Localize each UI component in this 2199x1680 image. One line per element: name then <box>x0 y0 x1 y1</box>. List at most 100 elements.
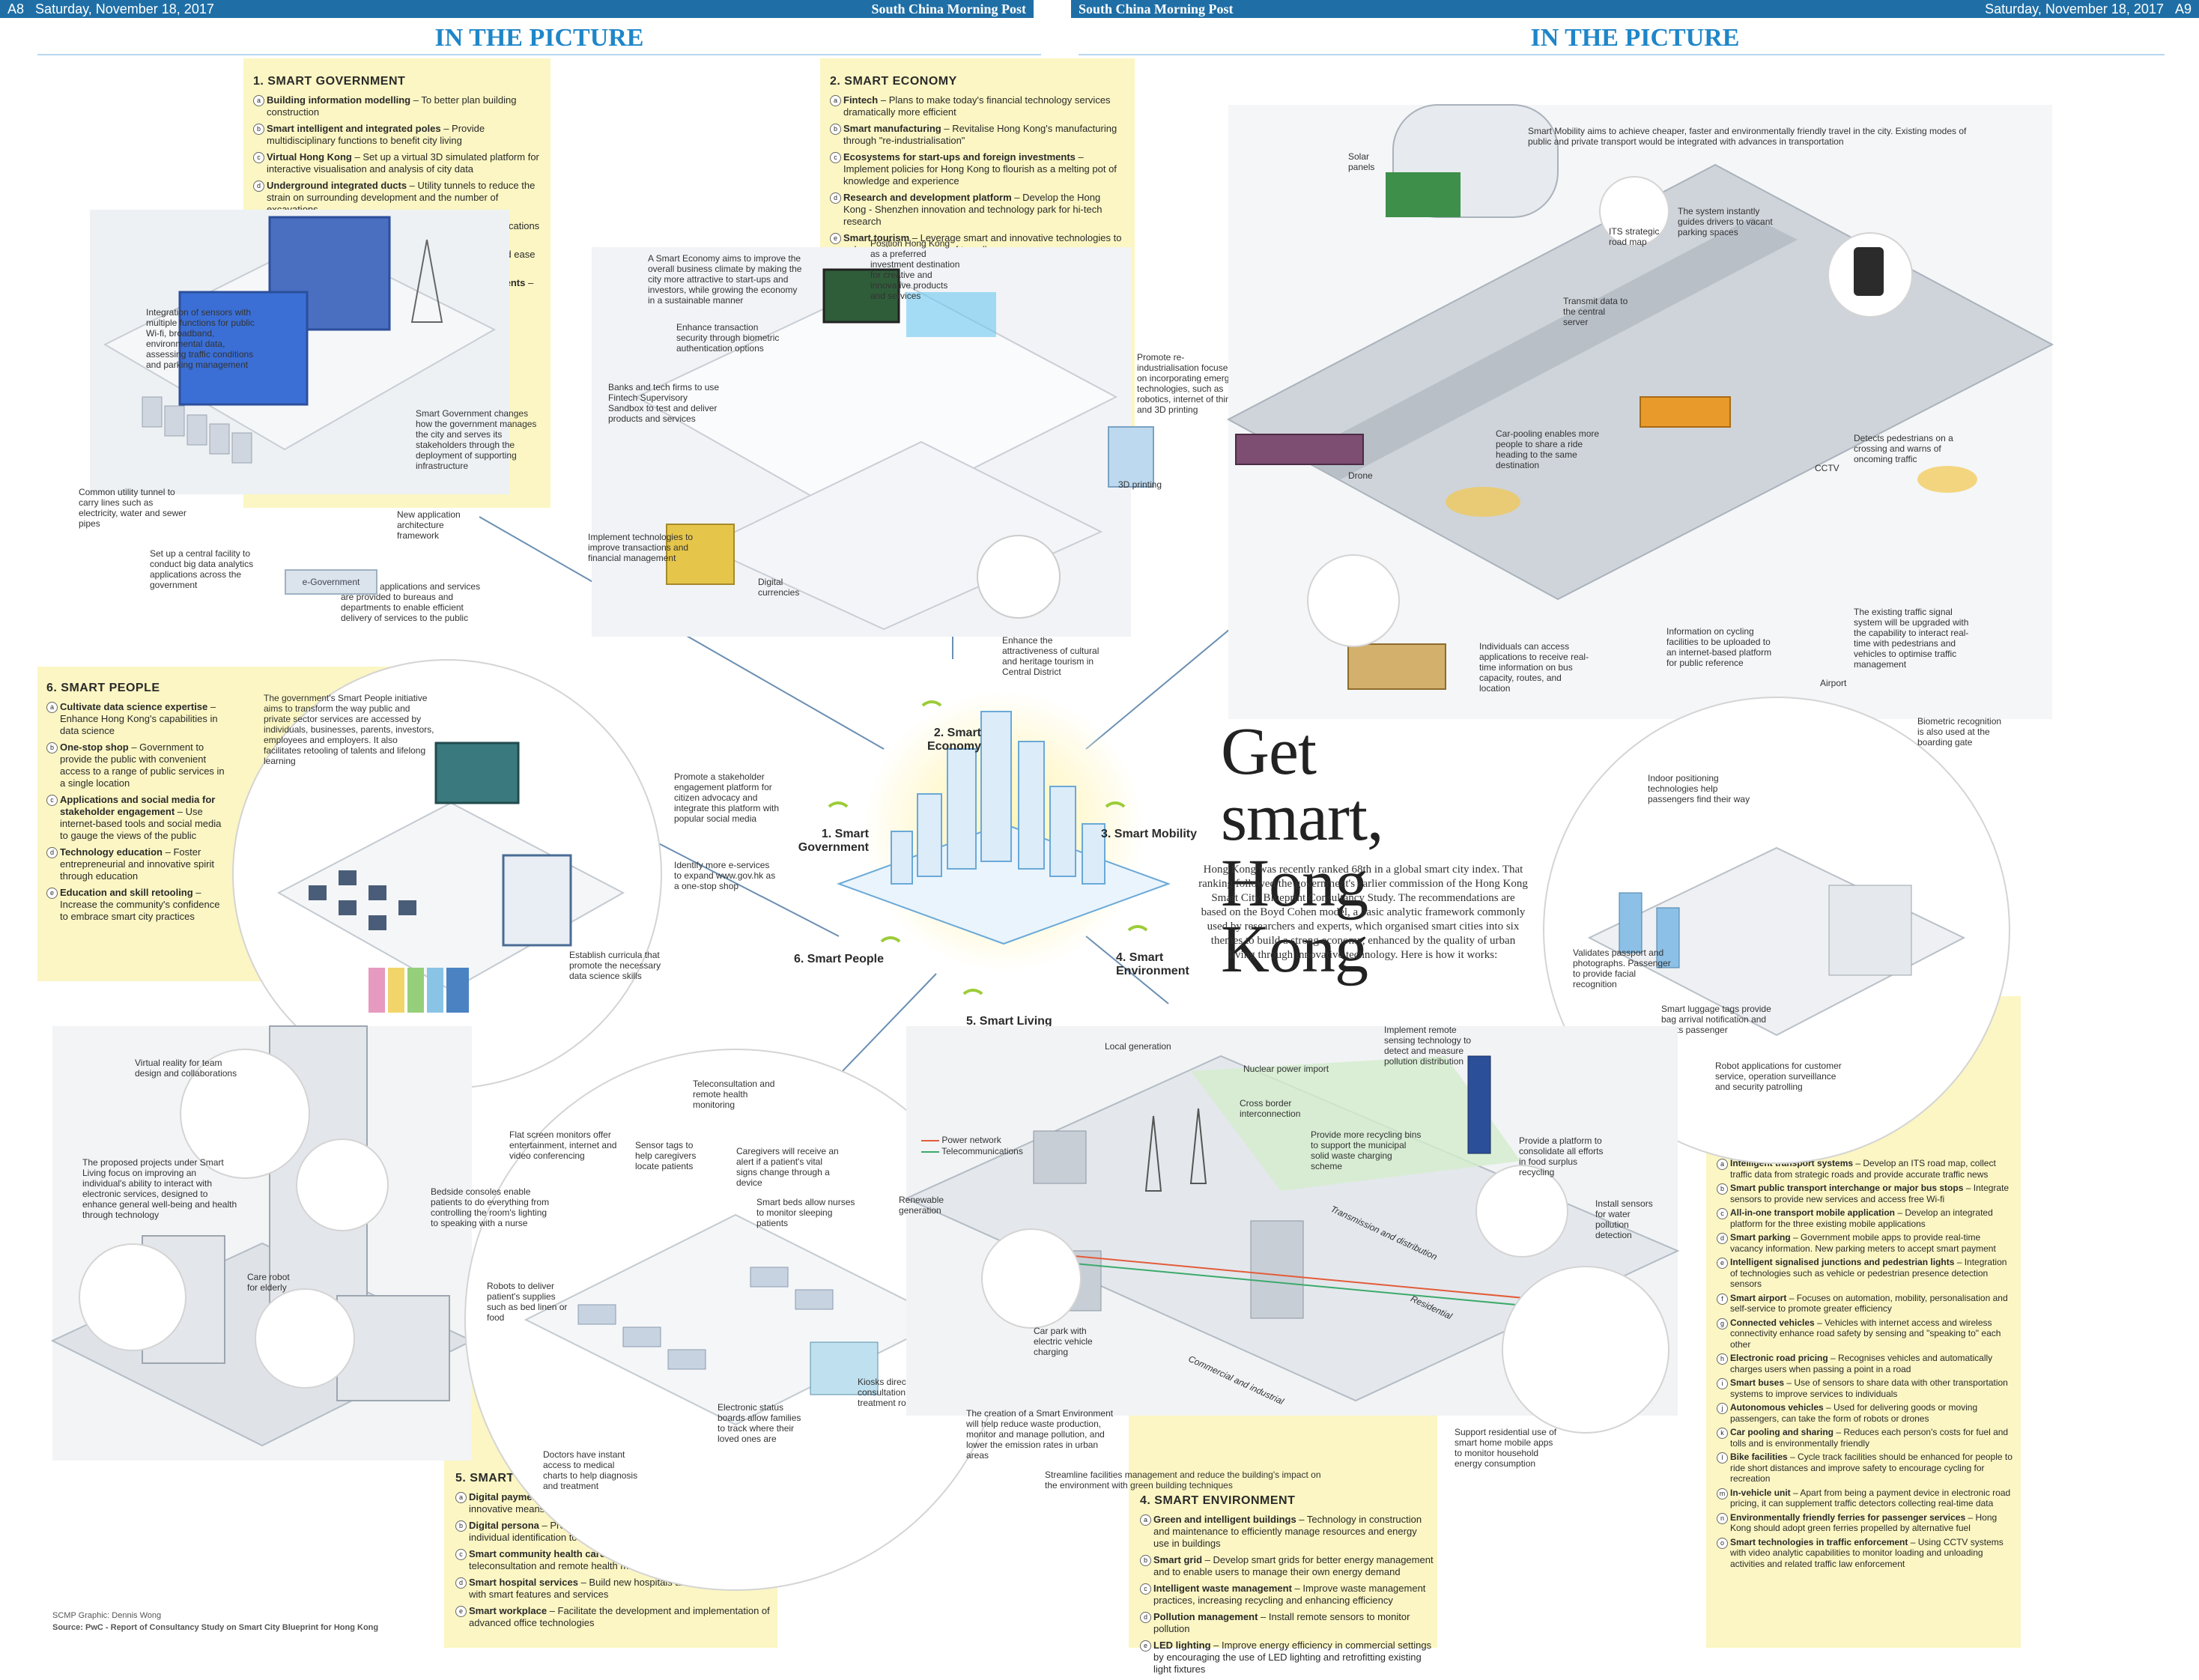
item-letter-badge: m <box>1717 1488 1728 1499</box>
left-rule <box>37 54 1041 55</box>
item-letter-badge: c <box>46 795 58 806</box>
item-text: – Using CCTV systems with video analytic… <box>1730 1536 2004 1569</box>
callout-car-park: Car park with electric vehicle charging <box>1034 1326 1093 1357</box>
callout-sensor-tags: Sensor tags to help caregivers locate pa… <box>635 1140 697 1171</box>
callout-detects: Detects pedestrians on a crossing and wa… <box>1854 433 1953 464</box>
callout-books: Data Science <box>539 1002 574 1023</box>
callout-cctv: CCTV <box>1815 463 1839 473</box>
item-letter-badge: a <box>455 1492 467 1503</box>
item-heading: Intelligent signalised junctions and ped… <box>1730 1257 1955 1267</box>
item-letter-badge: a <box>830 95 841 106</box>
item-heading: Smart airport <box>1730 1292 1787 1303</box>
item-heading: Applications and social media for stakeh… <box>60 794 216 817</box>
smart-environment-panel-bg <box>1129 1393 1437 1648</box>
item-letter-badge: a <box>1140 1514 1151 1526</box>
phone-icon <box>1854 247 1884 296</box>
callout-3d-printing: 3D printing <box>1118 479 1162 490</box>
callout-signal: The existing traffic signal system will … <box>1854 607 1969 670</box>
item-letter-badge: b <box>253 124 264 135</box>
item-heading: Digital persona <box>469 1520 539 1531</box>
item-heading: Fintech <box>843 94 879 106</box>
item-letter-badge: a <box>1717 1159 1728 1170</box>
callout-residential-apps: Support residential use of smart home mo… <box>1455 1427 1557 1469</box>
callout-position: Position Hong Kong as a preferred invest… <box>870 238 960 301</box>
item-heading: All-in-one transport mobile application <box>1730 1207 1896 1218</box>
item-letter-badge: c <box>1140 1583 1151 1595</box>
wifi-icon <box>1101 801 1129 830</box>
item-text: – Technology in construction and mainten… <box>1153 1514 1422 1549</box>
callout-indoor: Indoor positioning technologies help pas… <box>1648 773 1750 804</box>
item-text: – Revitalise Hong Kong's manufacturing t… <box>843 123 1117 146</box>
callout-environment-main: The creation of a Smart Environment will… <box>966 1408 1114 1461</box>
callout-carpool: Car-pooling enables more people to share… <box>1496 428 1600 470</box>
item-heading: Green and intelligent buildings <box>1153 1514 1296 1525</box>
item-letter-badge: c <box>253 152 264 163</box>
callout-transmit: Transmit data to the central server <box>1563 296 1628 327</box>
item-heading: Virtual Hong Kong <box>267 151 352 163</box>
callout-validates: Validates passport and photographs. Pass… <box>1573 947 1671 989</box>
item-text: – Use of sensors to share data with othe… <box>1730 1377 2008 1399</box>
callout-status-boards: Electronic status boards allow families … <box>718 1402 801 1444</box>
smart-economy-title: 2. SMART ECONOMY <box>830 75 957 88</box>
callout-remote-sensing: Implement remote sensing technology to d… <box>1384 1025 1472 1067</box>
callout-promote: Promote a stakeholder engagement platfor… <box>674 771 780 824</box>
item-heading: Underground integrated ducts <box>267 180 407 191</box>
smart-home-circle <box>1502 1266 1669 1434</box>
item-letter-badge: d <box>830 192 841 204</box>
in-vehicle-unit-circle <box>1307 554 1400 647</box>
item-text: – Implement policies for Hong Kong to fl… <box>843 151 1117 187</box>
item-text: – Foster entrepreneurial and innovative … <box>60 846 214 882</box>
main-headline: Get smart, Hong Kong <box>1221 718 1490 983</box>
connector-environment <box>1085 935 1169 1004</box>
item-text: – Enhance Hong Kong's capabilities in da… <box>60 701 218 736</box>
right-publication-name: South China Morning Post <box>1079 1 1234 16</box>
callout-bedside: Bedside consoles enable patients to do e… <box>431 1186 550 1228</box>
callout-local-generation: Local generation <box>1105 1041 1171 1052</box>
item-letter-badge: e <box>830 233 841 244</box>
item-text: – Reduces each person's costs for fuel a… <box>1730 1427 2009 1449</box>
hub-label-people: 6. Smart People <box>793 953 884 965</box>
item-text: – Set up a virtual 3D simulated platform… <box>267 151 539 175</box>
callout-airport-biometric: Biometric recognition is also used at th… <box>1917 716 2002 747</box>
item-letter-badge: d <box>46 847 58 858</box>
callout-people-main: The government's Smart People initiative… <box>264 693 434 766</box>
callout-bus: Individuals can access applications to r… <box>1479 641 1589 694</box>
hub-label-living: 5. Smart Living <box>966 1015 1052 1028</box>
digital-persona-circle <box>79 1243 186 1351</box>
item-text: – Improve waste management practices, in… <box>1153 1583 1426 1606</box>
item-heading: Smart public transport interchange or ma… <box>1730 1183 1964 1193</box>
section-title-left: IN THE PICTURE <box>434 24 644 52</box>
item-heading: Intelligent waste management <box>1153 1583 1292 1594</box>
hub-label-mobility: 3. Smart Mobility <box>1101 828 1198 840</box>
item-letter-badge: e <box>1717 1258 1728 1269</box>
item-text: – Government to provide the public with … <box>60 742 225 789</box>
callout-framework: New application architecture framework <box>397 509 461 541</box>
item-letter-badge: b <box>455 1520 467 1532</box>
item-text: – Develop smart grids for better energy … <box>1153 1554 1434 1577</box>
central-hub: 2. Smart Economy 1. Smart Government 3. … <box>794 659 1198 1028</box>
item-heading: LED lighting <box>1153 1640 1211 1651</box>
item-heading: Smart buses <box>1730 1377 1785 1388</box>
hub-label-environment: 4. Smart Environment <box>1116 951 1189 977</box>
item-letter-badge: d <box>253 181 264 192</box>
item-heading: Smart workplace <box>469 1605 548 1616</box>
item-heading: Bike facilities <box>1730 1452 1788 1462</box>
item-text: – Focuses on automation, mobility, perso… <box>1730 1292 2008 1314</box>
callout-renewable: Renewable generation <box>899 1195 944 1216</box>
item-text: – Used for delivering goods or moving pa… <box>1730 1402 1978 1424</box>
smart-environment-title: 4. SMART ENVIRONMENT <box>1140 1494 1296 1507</box>
economy-office-icon <box>634 268 1154 631</box>
item-heading: Building information modelling <box>267 94 411 106</box>
item-letter-badge: d <box>455 1577 467 1589</box>
